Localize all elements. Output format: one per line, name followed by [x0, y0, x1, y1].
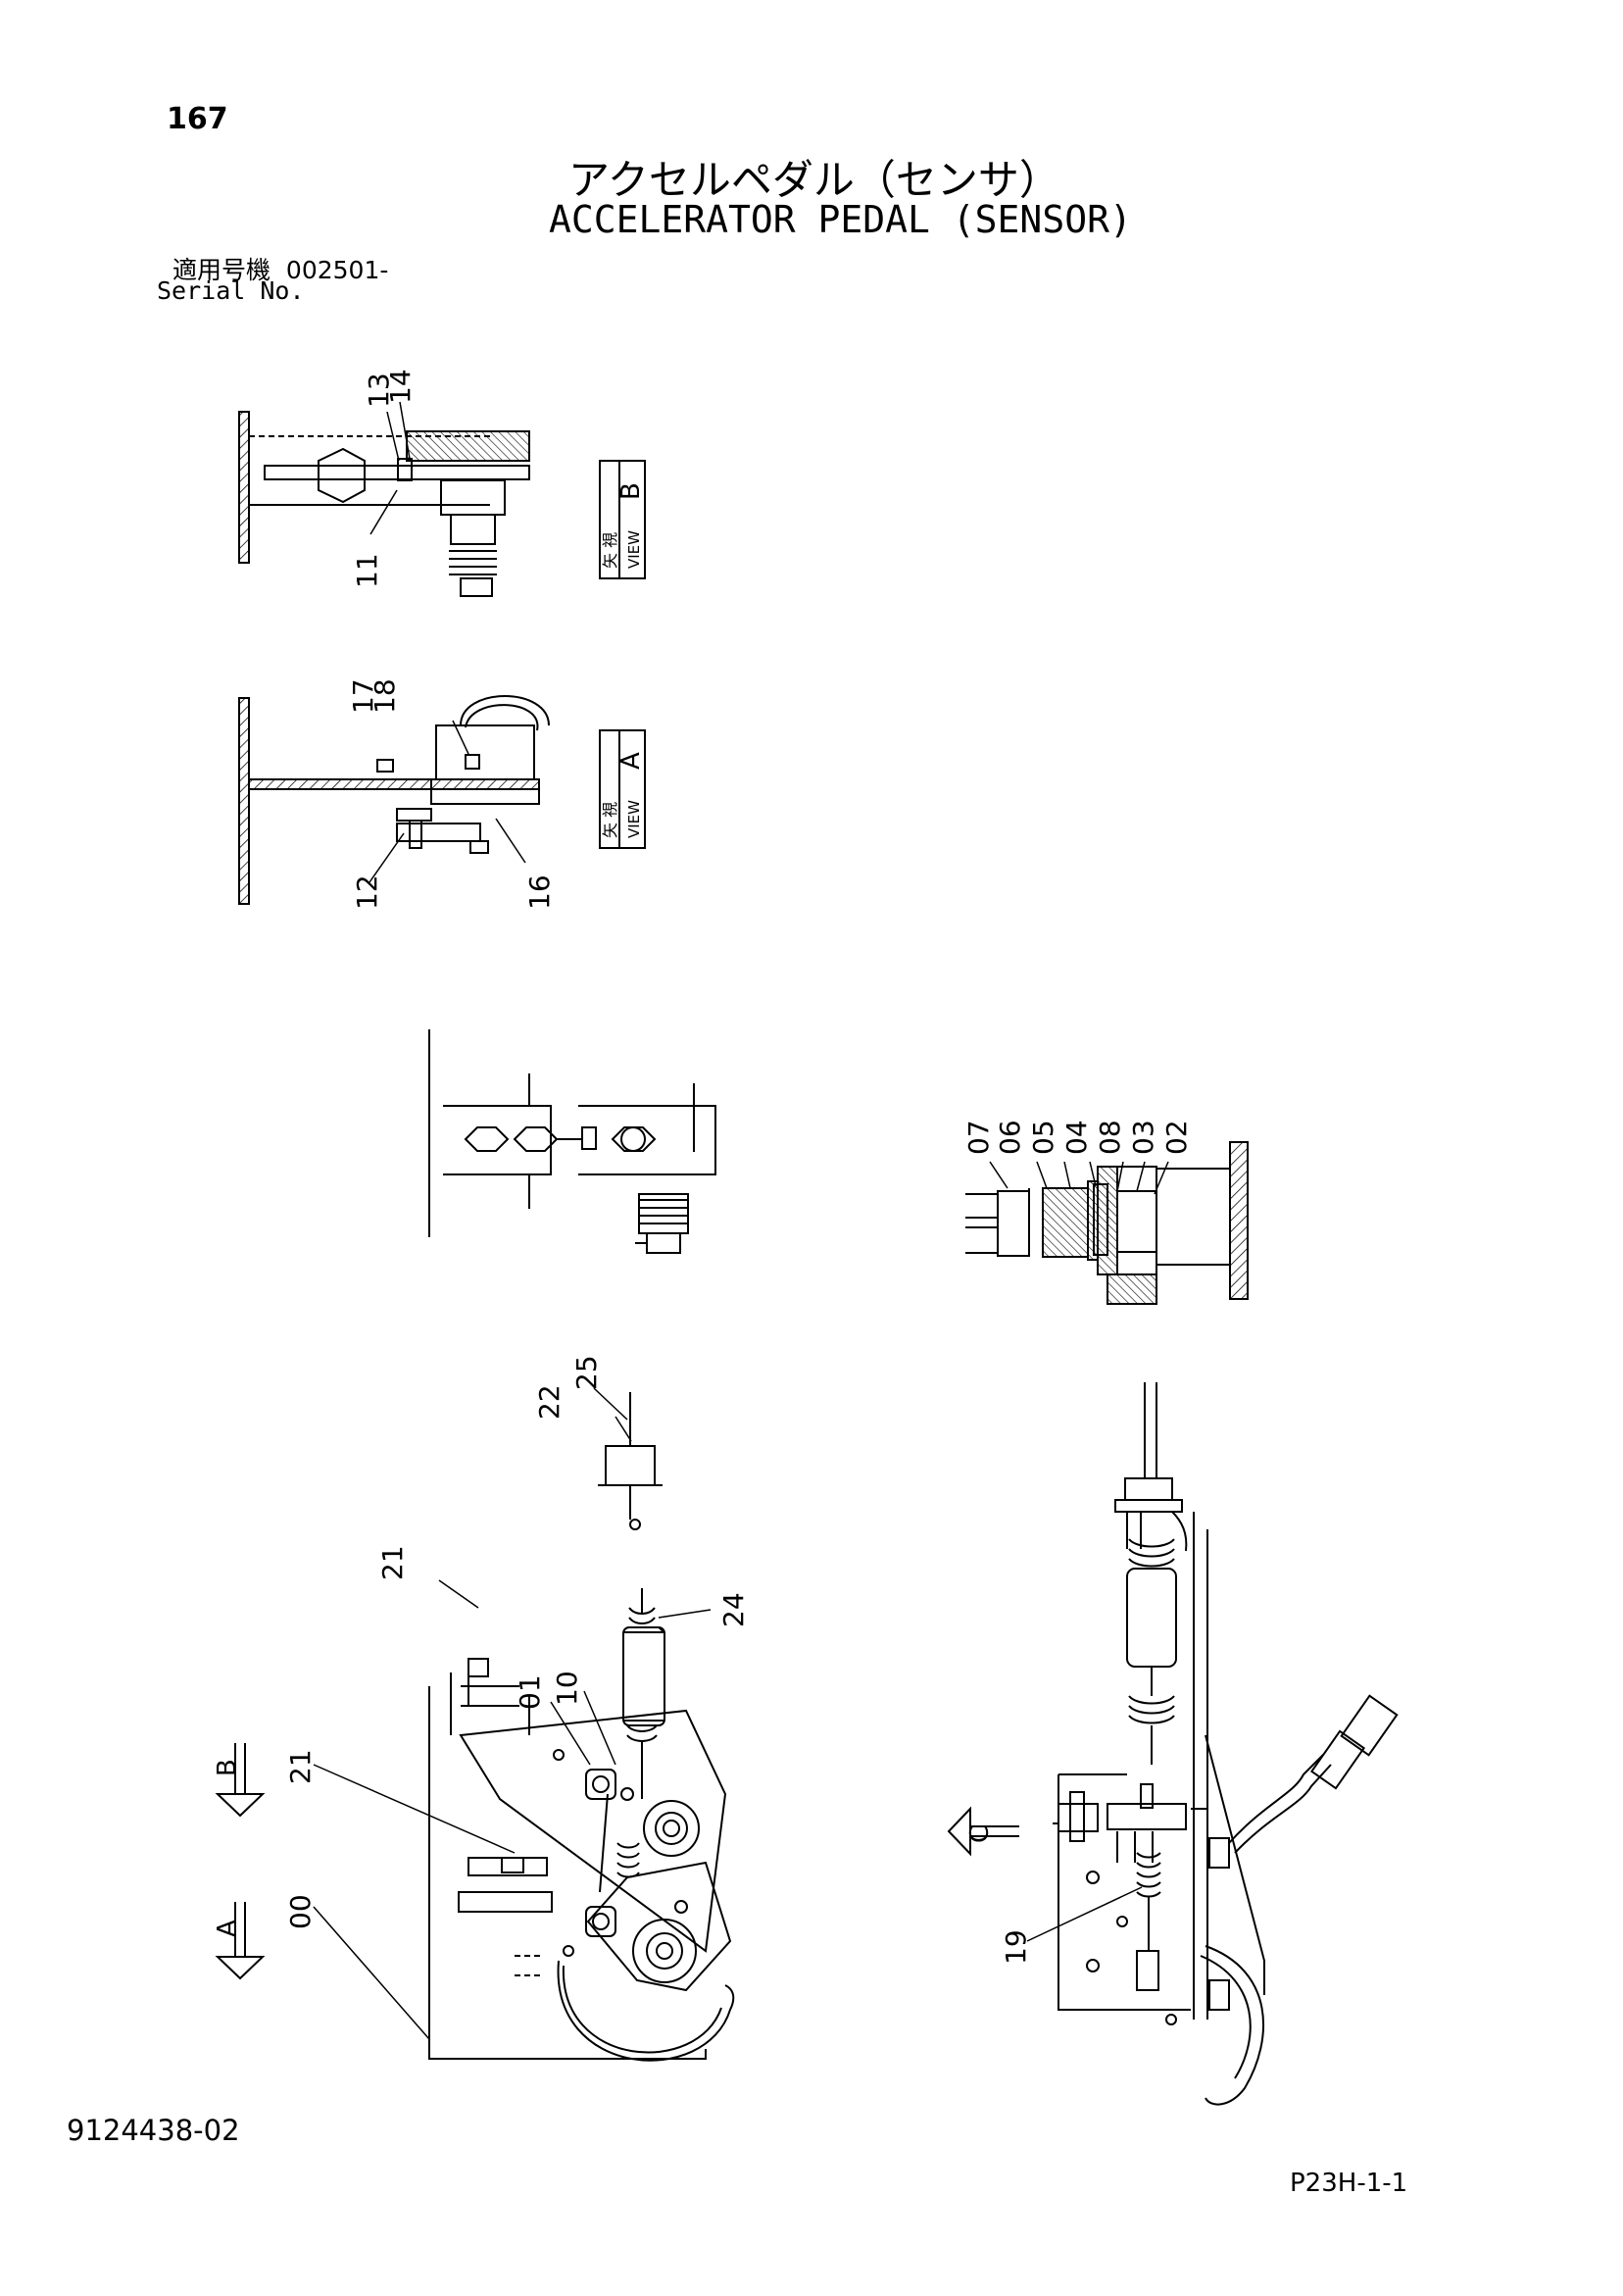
bottom-left-main-view: [313, 1387, 735, 2062]
callout-14: 14: [384, 369, 417, 404]
callout-12: 12: [351, 874, 383, 910]
middle-right-section: [965, 1141, 1249, 1305]
document-number: 9124438-02: [67, 2114, 240, 2147]
view-arrow-c-letter: C: [965, 1825, 995, 1843]
callout-06: 06: [994, 1120, 1026, 1155]
callout-16: 16: [523, 874, 556, 910]
callout-00: 00: [284, 1894, 317, 1929]
view-b-label-box: [599, 460, 646, 579]
title-english: ACCELERATOR PEDAL (SENSOR): [549, 198, 1132, 241]
view-a-letter: A: [616, 752, 646, 770]
callout-02: 02: [1160, 1120, 1193, 1155]
callout-05: 05: [1027, 1120, 1059, 1155]
middle-left-detail: [428, 1029, 716, 1254]
callout-21-upper: 21: [376, 1545, 409, 1580]
callout-01: 01: [514, 1674, 546, 1710]
bottom-right-view-c: [1026, 1382, 1399, 2106]
view-a-word: VIEW: [625, 800, 643, 838]
callout-11: 11: [351, 553, 383, 588]
callout-25: 25: [570, 1355, 603, 1390]
serial-label-english: Serial No.: [157, 276, 305, 305]
view-b-kanji: 矢 視: [601, 532, 619, 569]
view-b-word: VIEW: [625, 530, 643, 569]
view-arrow-a: [215, 1902, 266, 1980]
view-arrow-b-letter: B: [213, 1759, 242, 1776]
callout-24: 24: [717, 1592, 750, 1627]
callout-03: 03: [1127, 1120, 1159, 1155]
callout-13: 13: [363, 373, 395, 408]
page-number: 167: [167, 102, 228, 136]
callout-04: 04: [1060, 1120, 1093, 1155]
callout-10: 10: [551, 1671, 583, 1706]
view-b-letter: B: [616, 482, 646, 500]
view-a-drawing: [238, 695, 550, 905]
callout-22: 22: [533, 1384, 566, 1420]
view-arrow-c: [947, 1806, 1019, 1857]
title-japanese: アクセルペダル（センサ）: [568, 156, 1060, 204]
callout-07: 07: [962, 1120, 995, 1155]
view-a-kanji: 矢 視: [601, 802, 619, 838]
serial-line-japanese: 適用号機 002501-: [172, 251, 388, 286]
callout-17: 17: [347, 678, 379, 714]
callout-08: 08: [1094, 1120, 1126, 1155]
serial-label-jp: 適用号機: [172, 256, 271, 284]
view-arrow-b: [215, 1743, 266, 1818]
view-arrow-a-letter: A: [213, 1920, 242, 1937]
page-code: P23H-1-1: [1290, 2169, 1408, 2198]
callout-21-lower: 21: [284, 1749, 317, 1784]
view-a-label-box: [599, 729, 646, 849]
serial-value: 002501-: [285, 256, 389, 284]
callout-18: 18: [369, 678, 401, 714]
callout-19: 19: [1000, 1929, 1032, 1965]
view-b-drawing: [238, 401, 530, 597]
